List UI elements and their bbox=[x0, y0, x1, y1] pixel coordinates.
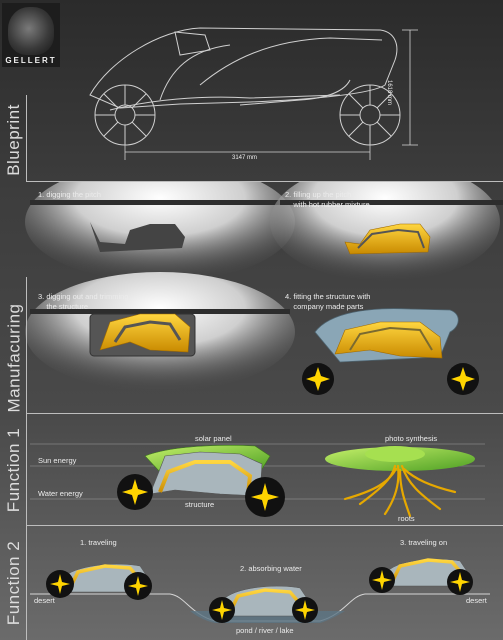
sun-energy-label: Sun energy bbox=[38, 456, 77, 465]
section-label-function1: Function 1 bbox=[4, 427, 24, 513]
length-dimension: 3147 mm bbox=[232, 155, 258, 161]
function2-section: 1. traveling 2. absorbing water 3. trave… bbox=[0, 526, 503, 640]
function1-section: solar panel Sun energy Water energy stru… bbox=[0, 414, 503, 526]
section-label-manufacturing: Manufacuring bbox=[4, 303, 24, 413]
function2-drawings bbox=[30, 558, 490, 623]
manufacturing-drawings bbox=[25, 182, 503, 395]
logo-text: GELLERT bbox=[5, 56, 57, 65]
water-energy-label: Water energy bbox=[38, 489, 83, 498]
traveling-on-label: 3. traveling on bbox=[400, 538, 448, 547]
structure-label: structure bbox=[185, 500, 215, 509]
section-divider-vertical bbox=[26, 95, 27, 182]
section-divider-vertical bbox=[26, 277, 27, 414]
traveling-label: 1. traveling bbox=[80, 538, 117, 547]
desert-left-label: desert bbox=[34, 596, 55, 605]
step-2-label: 2. filling up the pitch with hot rubber … bbox=[285, 190, 370, 209]
section-label-blueprint: Blueprint bbox=[4, 104, 24, 176]
portrait-image bbox=[8, 7, 54, 55]
height-dimension: 1618 mm bbox=[386, 80, 392, 106]
manufacturing-section: 1. digging the pitch 2. filling up the p… bbox=[0, 182, 503, 414]
desert-right-label: desert bbox=[466, 596, 487, 605]
section-divider-vertical bbox=[26, 526, 27, 640]
section-label-function2: Function 2 bbox=[4, 540, 24, 626]
section-divider-horizontal bbox=[26, 413, 503, 414]
blueprint-drawing bbox=[89, 27, 418, 160]
step-4-label: 4. fitting the structure with company ma… bbox=[285, 292, 371, 311]
section-divider-horizontal bbox=[26, 181, 503, 182]
designer-logo: GELLERT bbox=[2, 3, 60, 67]
blueprint-section: GELLERT bbox=[0, 0, 503, 182]
pond-label: pond / river / lake bbox=[236, 626, 294, 635]
section-divider-horizontal bbox=[26, 525, 503, 526]
step-1-label: 1. digging the pitch bbox=[38, 190, 101, 199]
function1-drawings bbox=[30, 443, 485, 518]
photo-synthesis-label: photo synthesis bbox=[385, 434, 438, 443]
step-3-label: 3. digging out and trimming the structur… bbox=[38, 292, 129, 311]
roots-label: roots bbox=[398, 514, 415, 523]
absorbing-water-label: 2. absorbing water bbox=[240, 564, 302, 573]
section-divider-vertical bbox=[26, 414, 27, 525]
solar-panel-label: solar panel bbox=[195, 434, 232, 443]
